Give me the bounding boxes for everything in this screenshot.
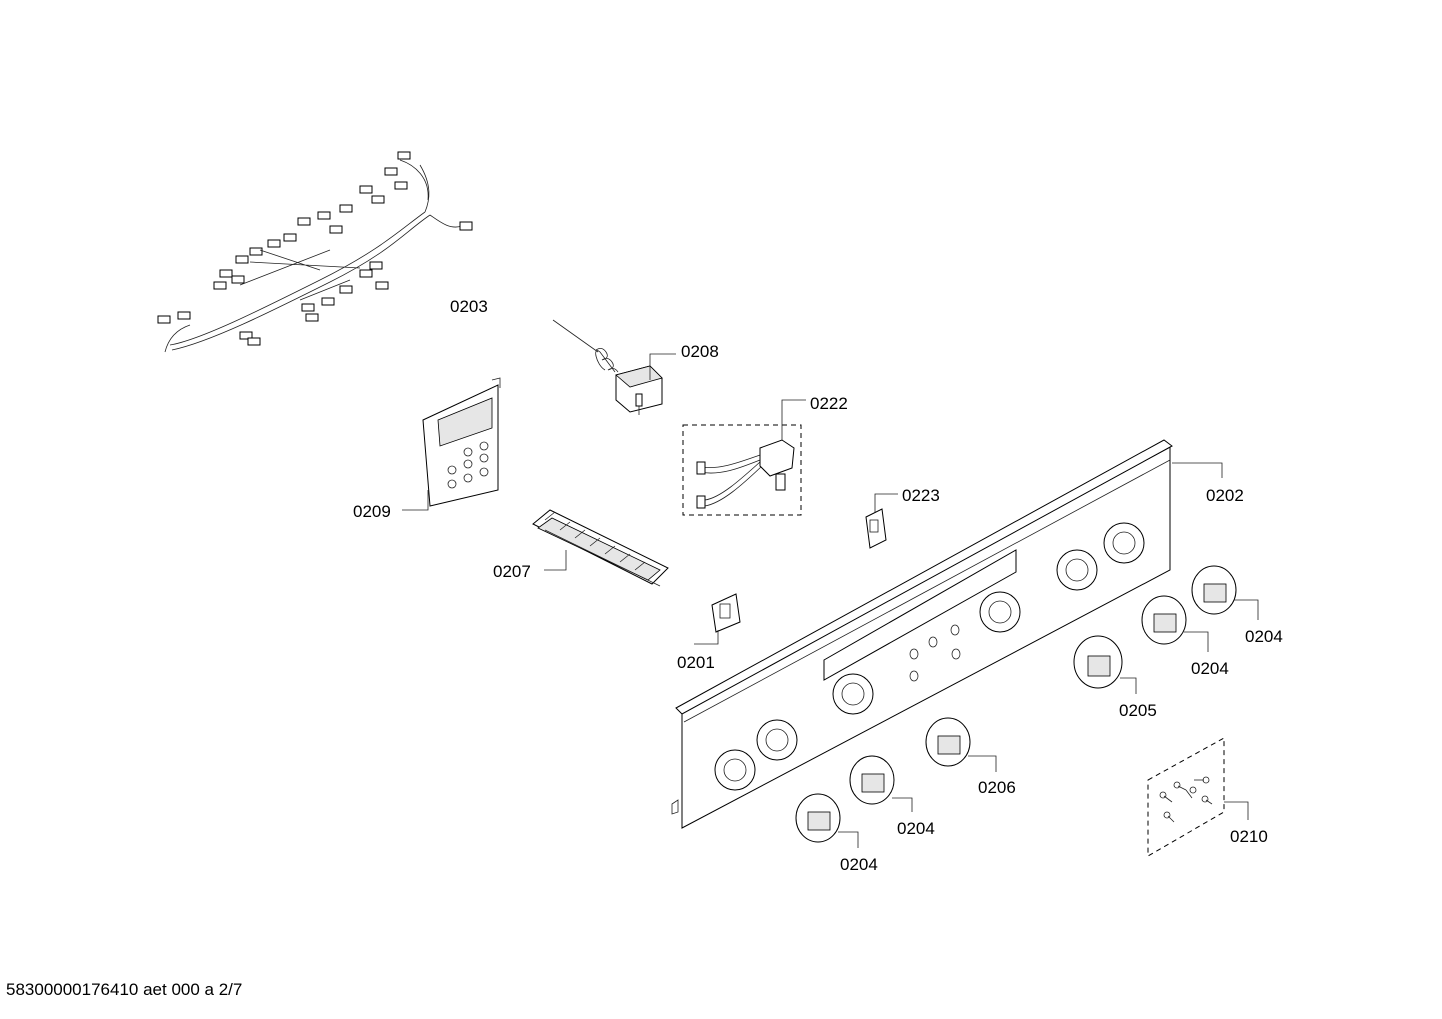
callout-0203: 0203 [450, 297, 488, 316]
callout-0223: 0223 [902, 486, 940, 505]
callout-0210: 0210 [1230, 827, 1268, 846]
callout-0202: 0202 [1206, 486, 1244, 505]
knob-0204-left-bottom [795, 793, 859, 848]
knob-0204-left-mid [849, 755, 913, 812]
document-footer: 58300000176410 aet 000 a 2/7 [6, 980, 243, 999]
wiring-harness-0203 [157, 151, 473, 353]
control-module-0209 [402, 377, 501, 511]
callout-0204-a: 0204 [1245, 627, 1283, 646]
callout-0209: 0209 [353, 502, 391, 521]
terminal-strip-0207 [532, 509, 669, 587]
knob-0204-right-top [1191, 565, 1259, 620]
callout-0204-d: 0204 [840, 855, 878, 874]
screw-set-0210 [1147, 737, 1249, 857]
panel-indicator-holes [909, 624, 961, 682]
callout-0207: 0207 [493, 562, 531, 581]
panel-dial-rings [714, 522, 1145, 791]
knob-0204-right-mid [1141, 595, 1209, 652]
callout-labels: 0203 0208 0222 0223 0202 0209 0207 0201 … [353, 297, 1283, 874]
callout-0201: 0201 [677, 653, 715, 672]
knob-0205 [1073, 635, 1137, 694]
callout-0205: 0205 [1119, 701, 1157, 720]
control-panel-0202 [671, 439, 1223, 829]
callout-0208: 0208 [681, 342, 719, 361]
thermostat-0208 [552, 319, 676, 415]
switch-assembly-0222 [682, 399, 806, 516]
knob-0206 [925, 717, 997, 772]
callout-0204-c: 0204 [897, 819, 935, 838]
callout-0206: 0206 [978, 778, 1016, 797]
bracket-0223 [865, 493, 898, 549]
bracket-0201 [694, 593, 741, 645]
callout-0204-b: 0204 [1191, 659, 1229, 678]
callout-0222: 0222 [810, 394, 848, 413]
